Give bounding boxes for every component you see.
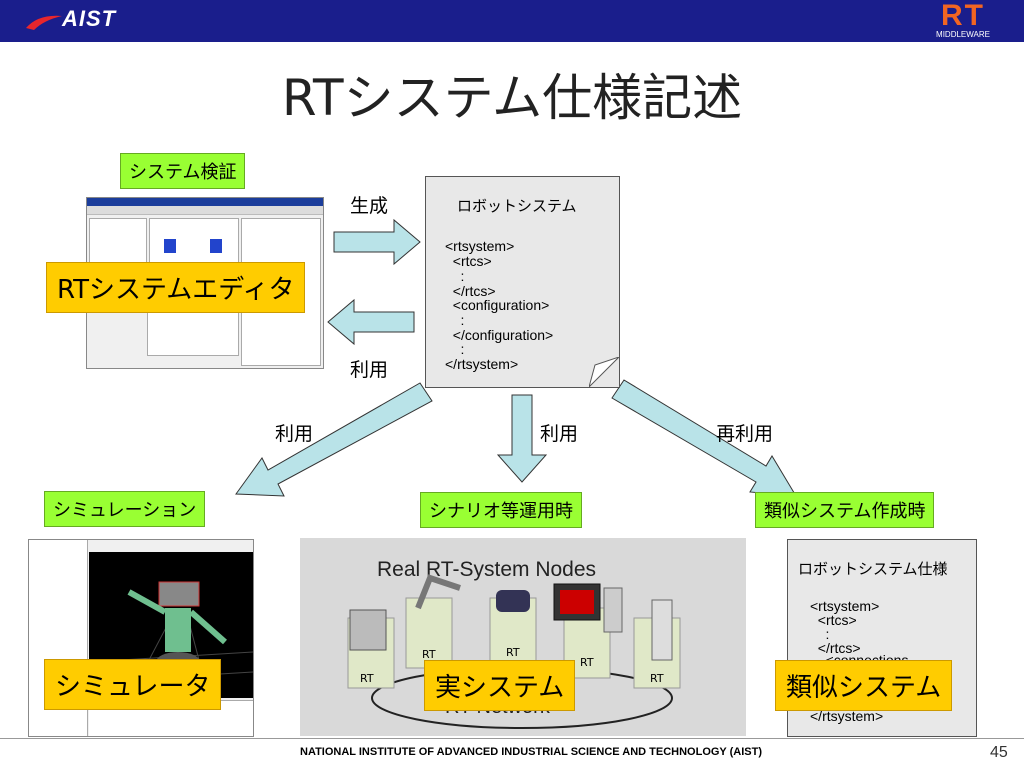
- slide-title: RTシステム仕様記述: [281, 69, 743, 127]
- footer-divider: [0, 738, 1024, 739]
- doc-line: </rtcs>: [810, 640, 861, 656]
- doc-line: :: [810, 626, 830, 642]
- node-tag: RT: [580, 656, 594, 669]
- doc-line: </rtcs>: [445, 283, 496, 299]
- doc-line: <rtcs>: [445, 253, 492, 269]
- label-real-system: 実システム: [424, 660, 576, 711]
- arrow-reuse-right: [611, 379, 797, 497]
- label-simulator: シミュレータ: [44, 659, 222, 710]
- rt-middleware-logo: RT MIDDLEWARE: [930, 0, 996, 40]
- label-system-verification: システム検証: [120, 153, 246, 189]
- label-simulation: シミュレーション: [44, 491, 206, 527]
- component-block: [210, 239, 222, 253]
- rt-logo-subtext: MIDDLEWARE: [936, 30, 990, 39]
- arrow-use-left: [235, 382, 433, 497]
- label-similar-system-creation: 類似システム作成時: [755, 492, 935, 528]
- component-block: [164, 239, 176, 253]
- aist-logo: AIST: [62, 6, 117, 31]
- label-generate: 生成: [350, 195, 389, 217]
- arrow-use-down: [496, 394, 548, 483]
- doc-line: <configuration>: [445, 297, 550, 313]
- label-rt-system-editor: RTシステムエディタ: [46, 262, 306, 313]
- doc-line: :: [445, 268, 465, 284]
- doc-heading: ロボットシステム仕様: [798, 561, 948, 578]
- label-similar-system: 類似システム: [775, 660, 953, 711]
- robot-system-document: ロボットシステム <rtsystem> <rtcs> : </rtcs> <co…: [425, 176, 620, 388]
- doc-line: <rtsystem>: [810, 598, 880, 614]
- doc-line: <rtsystem>: [445, 238, 515, 254]
- window-toolbar: [87, 206, 323, 215]
- aist-swoosh-icon: [26, 15, 62, 30]
- node-tag: RT: [360, 672, 374, 685]
- footer-institution: NATIONAL INSTITUTE OF ADVANCED INDUSTRIA…: [300, 746, 763, 758]
- doc-line: :: [445, 341, 465, 357]
- configuration-pane: [147, 306, 239, 356]
- nodes-illustration: [347, 574, 681, 729]
- arrow-use-back: [327, 298, 415, 346]
- node-tag: RT: [650, 672, 664, 685]
- header-bar: [0, 0, 1024, 42]
- arrow-generate: [333, 218, 421, 266]
- label-reuse: 再利用: [716, 423, 774, 445]
- doc-line: :: [445, 312, 465, 328]
- doc-line: </configuration>: [445, 327, 554, 343]
- rt-logo-text: RT: [941, 0, 985, 32]
- label-scenario-operation: シナリオ等運用時: [420, 492, 582, 528]
- label-use-middle: 利用: [540, 423, 579, 445]
- doc-heading: ロボットシステム: [457, 198, 577, 215]
- window-titlebar: [87, 198, 323, 206]
- doc-line: </rtsystem>: [445, 356, 519, 372]
- doc-line: </rtsystem>: [810, 708, 884, 724]
- doc-line: <rtcs>: [810, 612, 857, 628]
- page-number: 45: [990, 744, 1008, 761]
- node-tag: RT: [506, 646, 520, 659]
- node-tag: RT: [422, 648, 436, 661]
- label-use-left: 利用: [275, 423, 314, 445]
- label-use-back: 利用: [350, 359, 389, 381]
- page-curl-icon: [589, 357, 619, 387]
- real-nodes-title: Real RT-System Nodes: [377, 558, 597, 581]
